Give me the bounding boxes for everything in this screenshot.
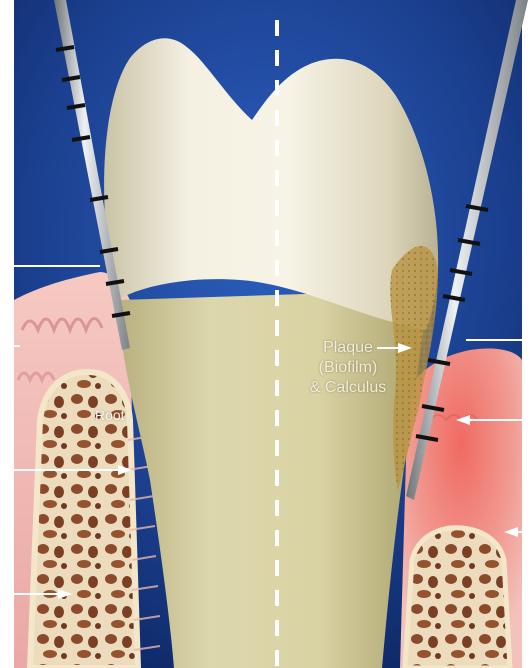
right-frame xyxy=(522,0,530,668)
left-frame xyxy=(0,0,14,668)
left-alveolar-bone xyxy=(30,372,138,668)
right-alveolar-bone xyxy=(405,528,510,668)
